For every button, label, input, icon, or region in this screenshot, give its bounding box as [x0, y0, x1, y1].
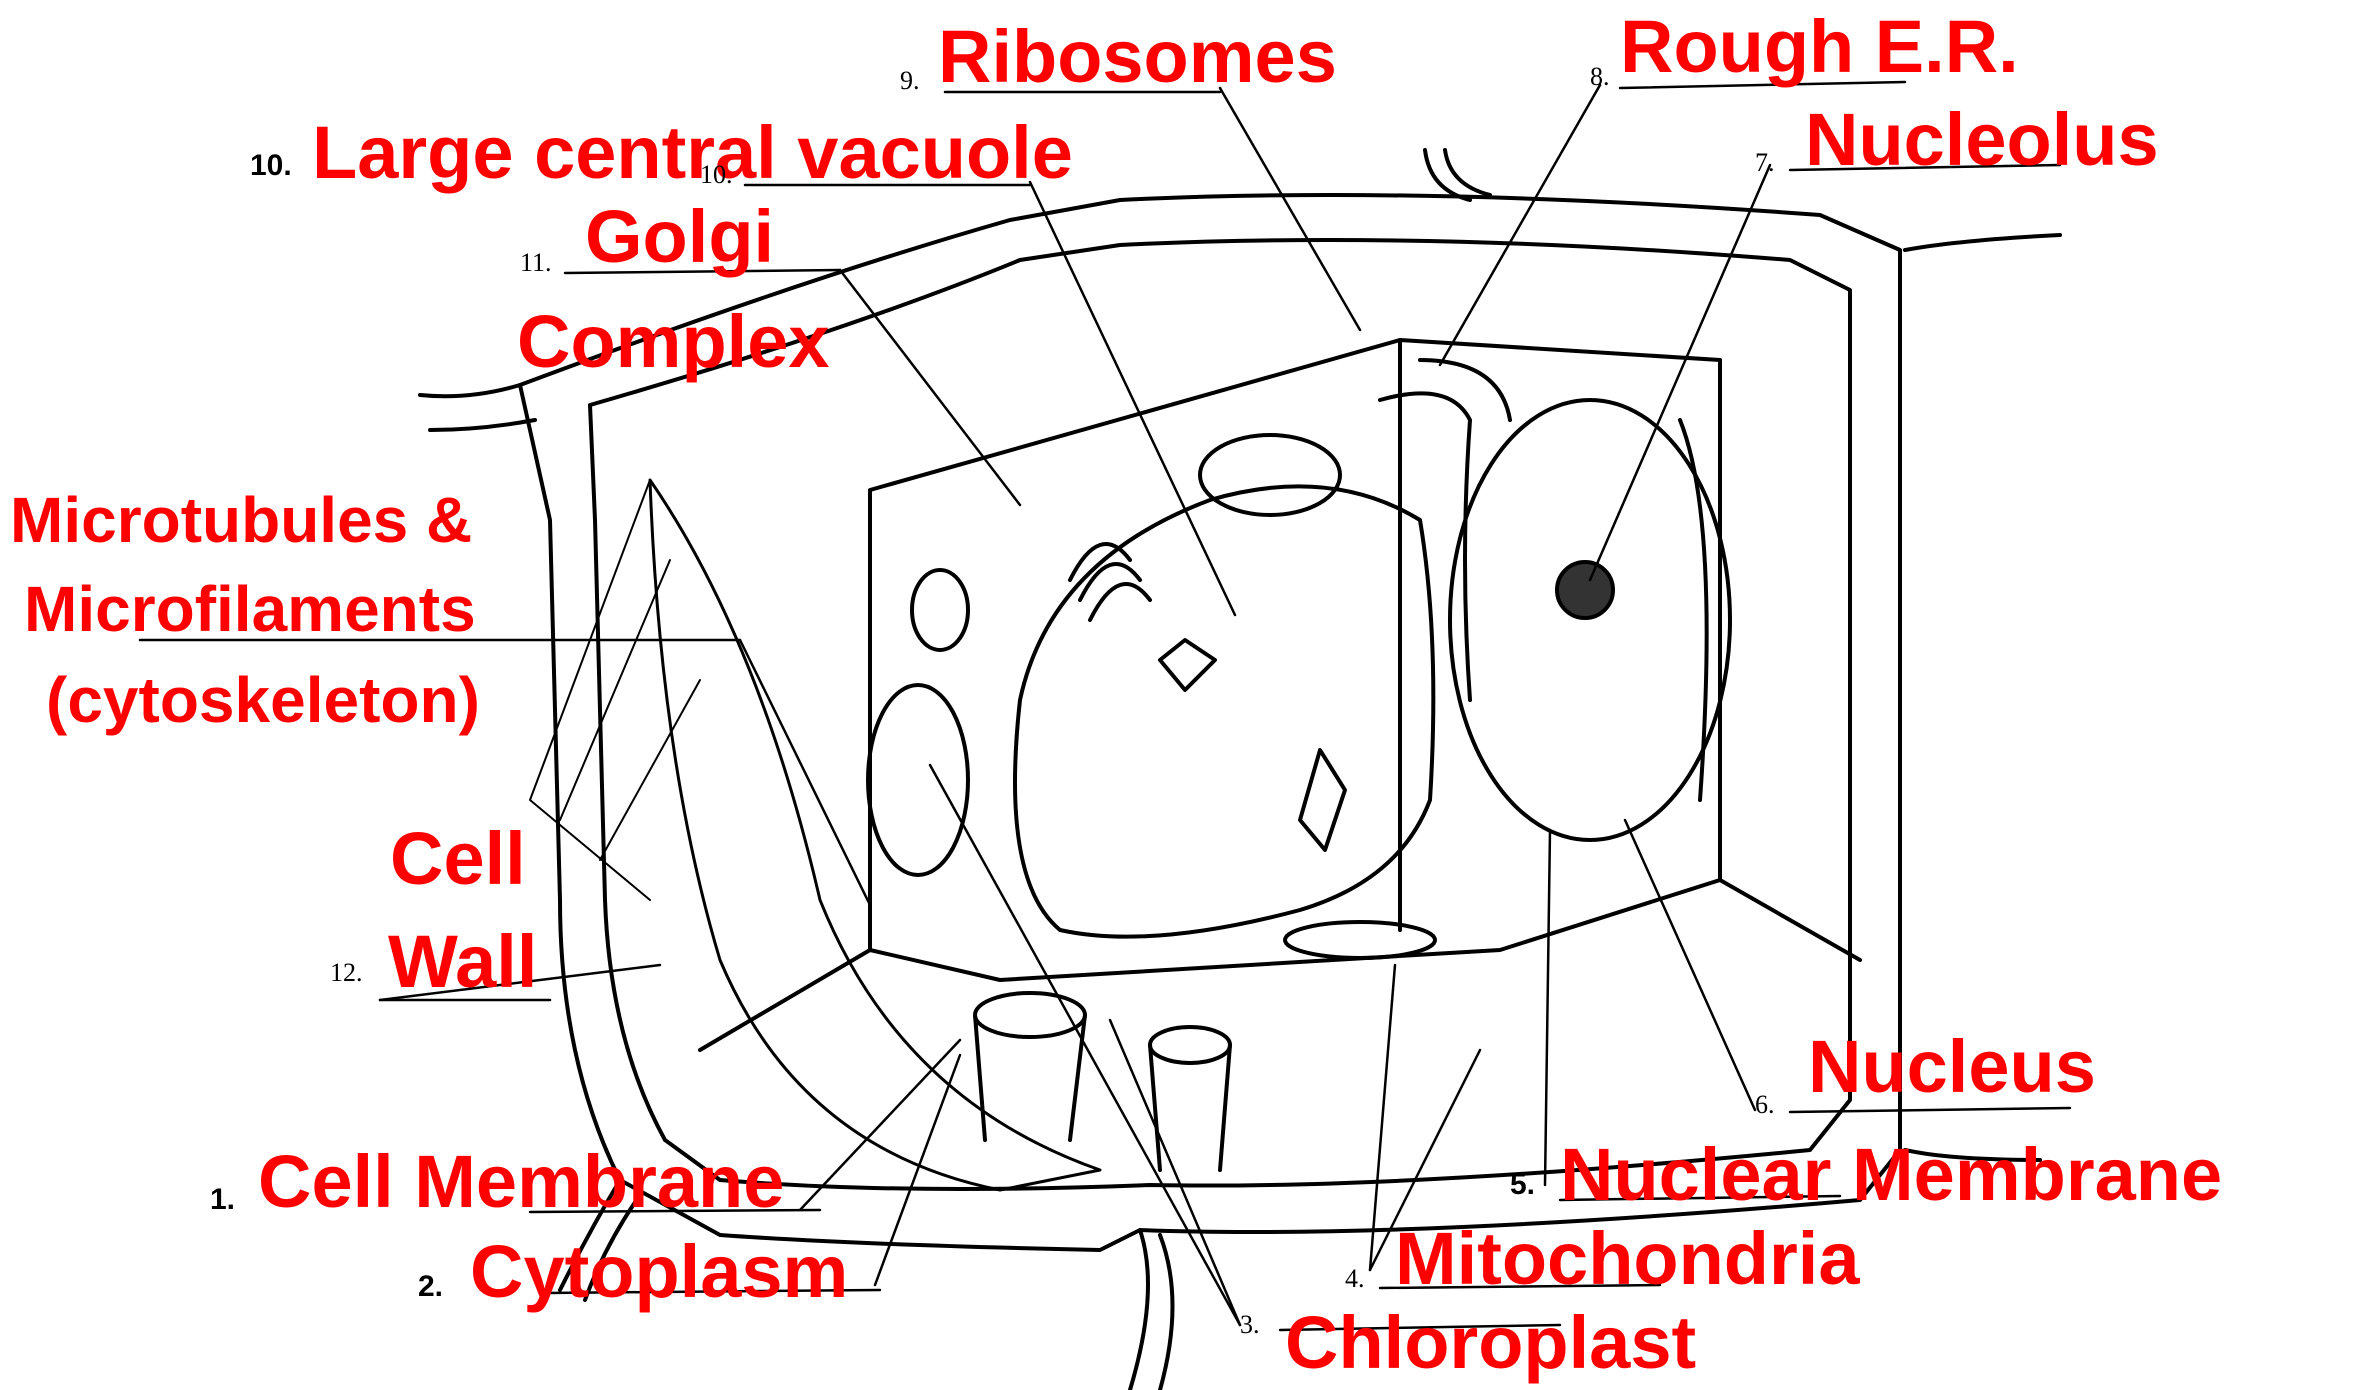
mitochondrion-a: [1285, 922, 1435, 958]
label-nucleolus: Nucleolus: [1805, 103, 2159, 177]
label-mitochondria: Mitochondria: [1395, 1222, 1860, 1296]
leader-golgi: [840, 270, 1020, 505]
printed-number-4: 4.: [1345, 1266, 1365, 1292]
label-golgi-line2: Complex: [517, 305, 830, 379]
label-chloroplast: Chloroplast: [1285, 1306, 1696, 1380]
chloroplast-a: [868, 685, 968, 875]
plasmodesma-b: [1150, 1027, 1230, 1063]
label-cell-membrane: Cell Membrane: [258, 1145, 784, 1219]
printed-number-6: 6.: [1755, 1092, 1775, 1118]
label-cytoplasm: Cytoplasm: [470, 1235, 848, 1309]
neighbor-cell-top: [1425, 150, 1490, 200]
neighbor-cell-left: [420, 385, 535, 430]
label-large-central-vacuole: Large central vacuole: [312, 116, 1073, 190]
printed-number-8: 8.: [1590, 64, 1610, 90]
leader-cytoplasm: [875, 1055, 960, 1285]
leader-mitochondria: [1370, 965, 1395, 1270]
label-nuclear-membrane: Nuclear Membrane: [1560, 1138, 2222, 1212]
nucleolus: [1557, 562, 1613, 618]
chloroplast-b: [1200, 435, 1340, 515]
leader-cell-membrane: [800, 1040, 960, 1210]
neighbor-cell-bottom: [1130, 1230, 1173, 1390]
crystal-b: [1300, 750, 1345, 850]
leader-rough-er: [1440, 85, 1600, 365]
label-cytoskeleton-line1: Microtubules &: [10, 488, 472, 552]
number-1: 1.: [210, 1185, 235, 1215]
neighbor-cell-right: [1905, 235, 2060, 1160]
leader-vacuole: [1030, 182, 1235, 615]
mitochondrion-b: [912, 570, 968, 650]
label-golgi-line1: Golgi: [585, 200, 774, 274]
leader-nucleolus: [1590, 165, 1770, 580]
number-5: 5.: [1510, 1170, 1535, 1200]
label-rough-er: Rough E.R.: [1620, 10, 2019, 84]
printed-number-10: 10.: [700, 162, 733, 188]
label-nucleus: Nucleus: [1808, 1030, 2096, 1104]
label-cell-wall-line2: Wall: [388, 925, 537, 999]
label-ribosomes: Ribosomes: [938, 20, 1337, 94]
central-vacuole: [1015, 486, 1433, 936]
printed-number-3: 3.: [1240, 1312, 1260, 1338]
leader-nuclear-membrane: [1545, 830, 1550, 1185]
label-cytoskeleton-line2: Microfilaments: [24, 577, 476, 641]
leader-ribosomes: [1220, 88, 1360, 330]
number-10: 10.: [250, 151, 292, 181]
leader-nucleus: [1625, 820, 1755, 1110]
crystal-a: [1160, 640, 1215, 690]
printed-number-7: 7.: [1755, 150, 1775, 176]
printed-number-12: 12.: [330, 960, 363, 986]
label-cytoskeleton-line3: (cytoskeleton): [46, 668, 480, 732]
printed-number-11: 11.: [520, 250, 552, 276]
number-2: 2.: [418, 1272, 443, 1302]
label-cell-wall-line1: Cell: [390, 822, 526, 896]
cytoskeleton-mesh: [650, 480, 1100, 1190]
printed-number-9: 9.: [900, 68, 920, 94]
nucleus: [1450, 400, 1730, 840]
